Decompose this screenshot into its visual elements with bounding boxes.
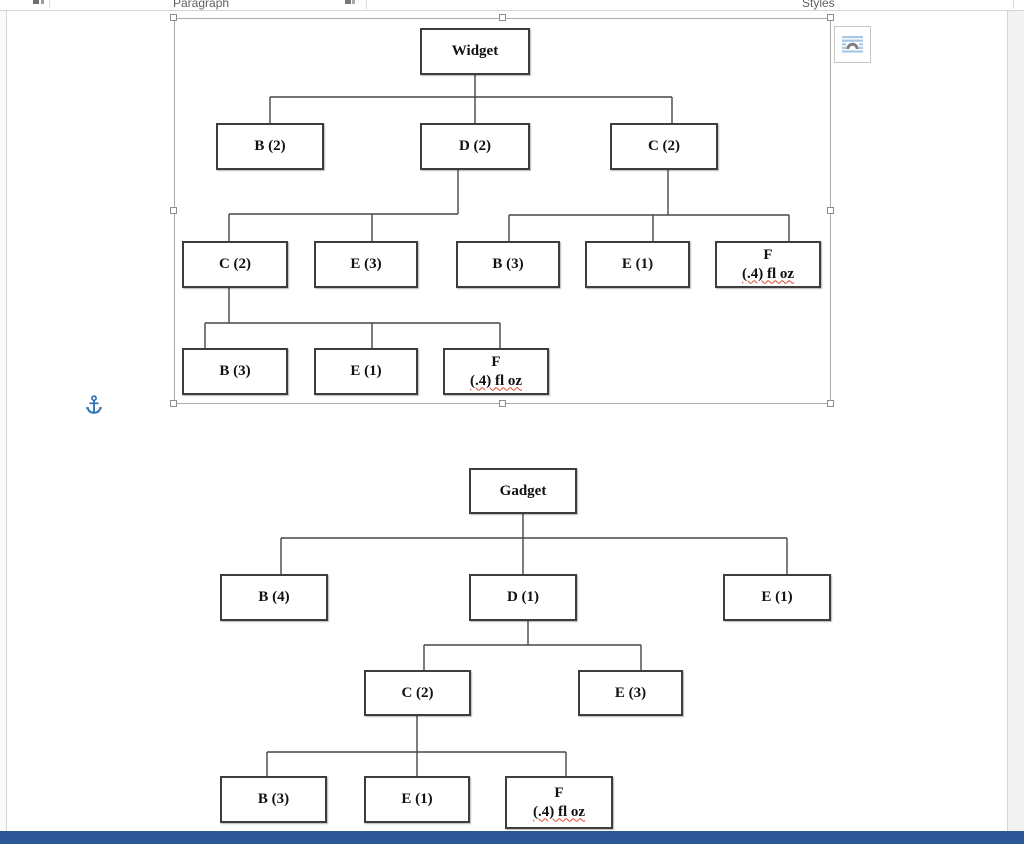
org-chart-node[interactable]: D (2) [420,123,530,170]
node-label: B (3) [257,791,290,807]
node-label: B (2) [254,138,286,154]
ribbon-group-label-styles: Styles [802,0,835,10]
layout-options-button[interactable] [834,26,871,63]
ribbon-group-separator [1013,0,1014,9]
node-label: B (4) [258,589,290,605]
ribbon-group-separator [366,0,367,9]
status-bar [0,831,1024,844]
page-right-edge [1007,11,1024,831]
selection-handle-s[interactable] [499,400,506,407]
page-left-edge [0,11,7,831]
node-sublabel: (.4) fl oz [741,265,795,282]
node-label: E (3) [614,684,647,701]
dialog-launcher-icon[interactable] [41,0,44,4]
ribbon-bottom-sliver: Paragraph Styles [0,0,1024,11]
selection-handle-w[interactable] [170,207,177,214]
node-label: C (2) [401,684,434,701]
node-label: F [763,246,773,263]
dialog-launcher-icon[interactable] [352,0,355,4]
org-chart-node[interactable]: E (3) [578,670,683,716]
node-label: E (1) [621,256,654,272]
org-chart-node[interactable]: B (4) [220,574,328,621]
org-chart-node[interactable]: B (2) [216,123,324,170]
selection-handle-ne[interactable] [827,14,834,21]
org-chart-node[interactable]: F (.4) fl oz [505,776,613,829]
selection-handle-n[interactable] [499,14,506,21]
org-chart-node[interactable]: B (3) [182,348,288,395]
node-label: Widget [451,43,499,59]
org-chart-node[interactable]: B (3) [456,241,560,288]
org-chart-node[interactable]: E (1) [314,348,418,395]
node-label: D (1) [506,589,540,605]
org-chart-node[interactable]: B (3) [220,776,327,823]
layout-options-icon [842,36,863,53]
node-sublabel: (.4) fl oz [469,372,523,389]
node-label: B (3) [492,256,524,272]
selection-handle-se[interactable] [827,400,834,407]
org-chart-node[interactable]: E (1) [585,241,690,288]
org-chart-node[interactable]: C (2) [182,241,288,288]
org-chart-node[interactable]: F (.4) fl oz [443,348,549,395]
org-chart-node[interactable]: F (.4) fl oz [715,241,821,288]
org-chart-node[interactable]: C (2) [364,670,471,716]
node-label: Gadget [499,482,547,499]
org-chart-node[interactable]: E (3) [314,241,418,288]
node-label: C (2) [218,256,252,272]
node-sublabel: (.4) fl oz [532,803,586,820]
node-label: E (1) [350,363,382,379]
selection-handle-e[interactable] [827,207,834,214]
object-anchor-icon[interactable] [85,395,103,416]
org-chart-node[interactable]: E (1) [364,776,470,823]
node-label: E (1) [761,589,793,605]
node-label: D (2) [458,138,492,154]
org-chart-node[interactable]: C (2) [610,123,718,170]
org-chart-node[interactable]: D (1) [469,574,577,621]
org-chart-node-gadget[interactable]: Gadget [469,468,577,514]
dialog-launcher-icon[interactable] [33,0,39,4]
node-label: F [491,353,501,370]
ribbon-group-label-paragraph: Paragraph [173,0,230,10]
selection-handle-nw[interactable] [170,14,177,21]
org-chart-node[interactable]: E (1) [723,574,831,621]
node-label: E (3) [350,256,382,272]
ribbon-group-separator [49,0,50,8]
node-label: B (3) [219,363,251,379]
org-chart-node-widget[interactable]: Widget [420,28,530,75]
selection-border[interactable] [174,18,831,404]
node-label: E (1) [401,791,433,807]
selection-handle-sw[interactable] [170,400,177,407]
node-label: C (2) [647,138,681,154]
node-label: F [554,784,564,801]
dialog-launcher-icon[interactable] [345,0,351,4]
